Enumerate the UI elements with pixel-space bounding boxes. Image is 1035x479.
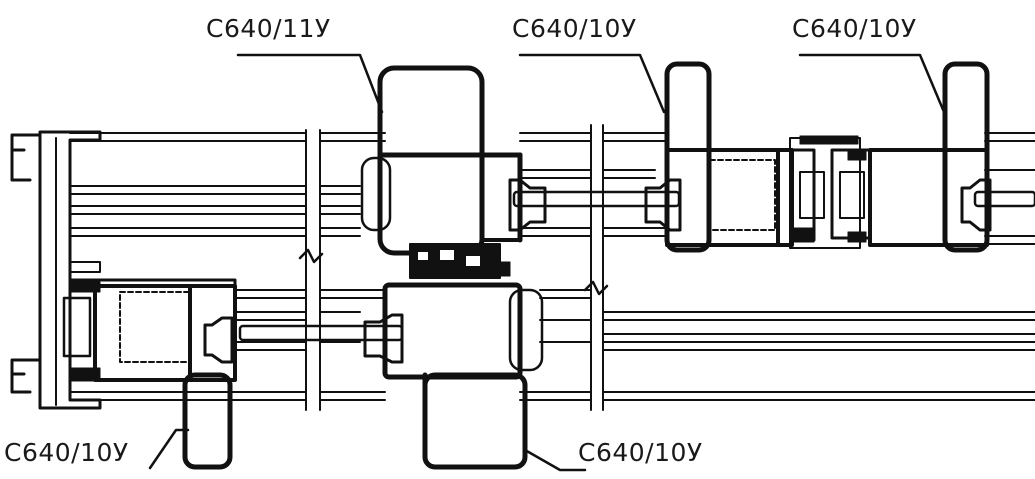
label-top-left: C640/11У bbox=[206, 14, 331, 43]
label-top-middle: C640/10У bbox=[512, 14, 637, 43]
leader-lines bbox=[148, 53, 946, 472]
profile-c640-10-top-middle bbox=[644, 61, 872, 253]
label-top-right: C640/10У bbox=[792, 14, 917, 43]
label-bottom-middle: C640/10У bbox=[578, 438, 703, 467]
top-rail-lines bbox=[69, 132, 1035, 245]
profile-c640-10-top-right bbox=[868, 61, 1035, 253]
left-frame-profile bbox=[10, 130, 102, 410]
label-bottom-left: C640/10У bbox=[4, 438, 129, 467]
break-lines bbox=[298, 124, 609, 411]
profile-c640-10-center-bottom bbox=[238, 282, 544, 470]
bottom-rail-lines bbox=[69, 289, 1035, 401]
profile-c640-11-top bbox=[360, 65, 681, 256]
center-gasket bbox=[409, 243, 511, 279]
profile-c640-10-bottom-left bbox=[62, 278, 237, 470]
